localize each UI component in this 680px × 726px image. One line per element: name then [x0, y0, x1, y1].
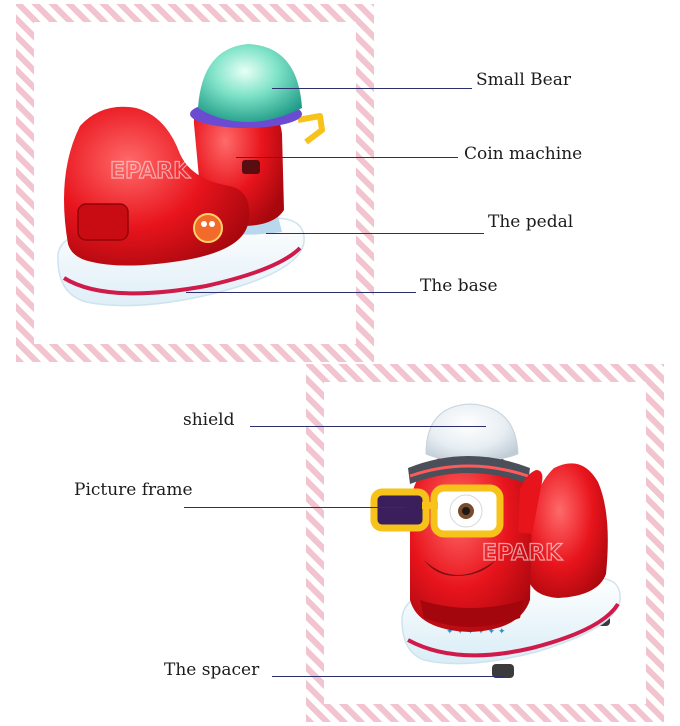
the-base-label: The base: [420, 276, 498, 296]
shield-dome: [425, 403, 519, 463]
coin-machine-leader-line: [236, 157, 458, 158]
shield-label: shield: [183, 410, 235, 430]
base-stripe: [62, 246, 302, 296]
base-decal: ✦ ✦ ✦ ✦ ✦ ✦: [446, 627, 506, 637]
base-stripe: [407, 602, 620, 658]
the-base-leader-line: [186, 292, 416, 293]
body-skirt: [420, 600, 524, 627]
mascot-sticker: [193, 213, 223, 243]
picture-frame-label: Picture frame: [74, 480, 193, 500]
small-bear-leader-line: [272, 88, 472, 89]
the-pedal-leader-line: [266, 233, 484, 234]
handle-shape: [297, 113, 325, 145]
storage-panel: [77, 203, 129, 241]
the-pedal-label: The pedal: [488, 212, 574, 232]
dome-shape: [198, 44, 302, 122]
shield-leader-line: [250, 426, 486, 427]
kiddie-ride-front-view-image: ✦ ✦ ✦ ✦ ✦ ✦ EPARK: [370, 403, 621, 678]
coin-machine-label: Coin machine: [464, 144, 583, 164]
watermark-text: EPARK: [482, 541, 563, 566]
small-bear-label: Small Bear: [476, 70, 571, 90]
the-spacer-label: The spacer: [164, 660, 260, 680]
coin-slot: [242, 160, 260, 174]
the-spacer-leader-line: [272, 676, 504, 677]
mascot-mouth: [424, 560, 496, 576]
headband: [408, 456, 530, 484]
spacer-foot-left: [492, 664, 514, 678]
rear-seat: [527, 463, 608, 598]
mascot-raised-hand: [518, 470, 543, 534]
kiddie-ride-side-view-image: EPARK: [57, 44, 325, 307]
picture-frame-leader-line: [184, 507, 404, 508]
watermark-text: EPARK: [110, 159, 191, 184]
glasses-left-lens: [370, 488, 430, 532]
